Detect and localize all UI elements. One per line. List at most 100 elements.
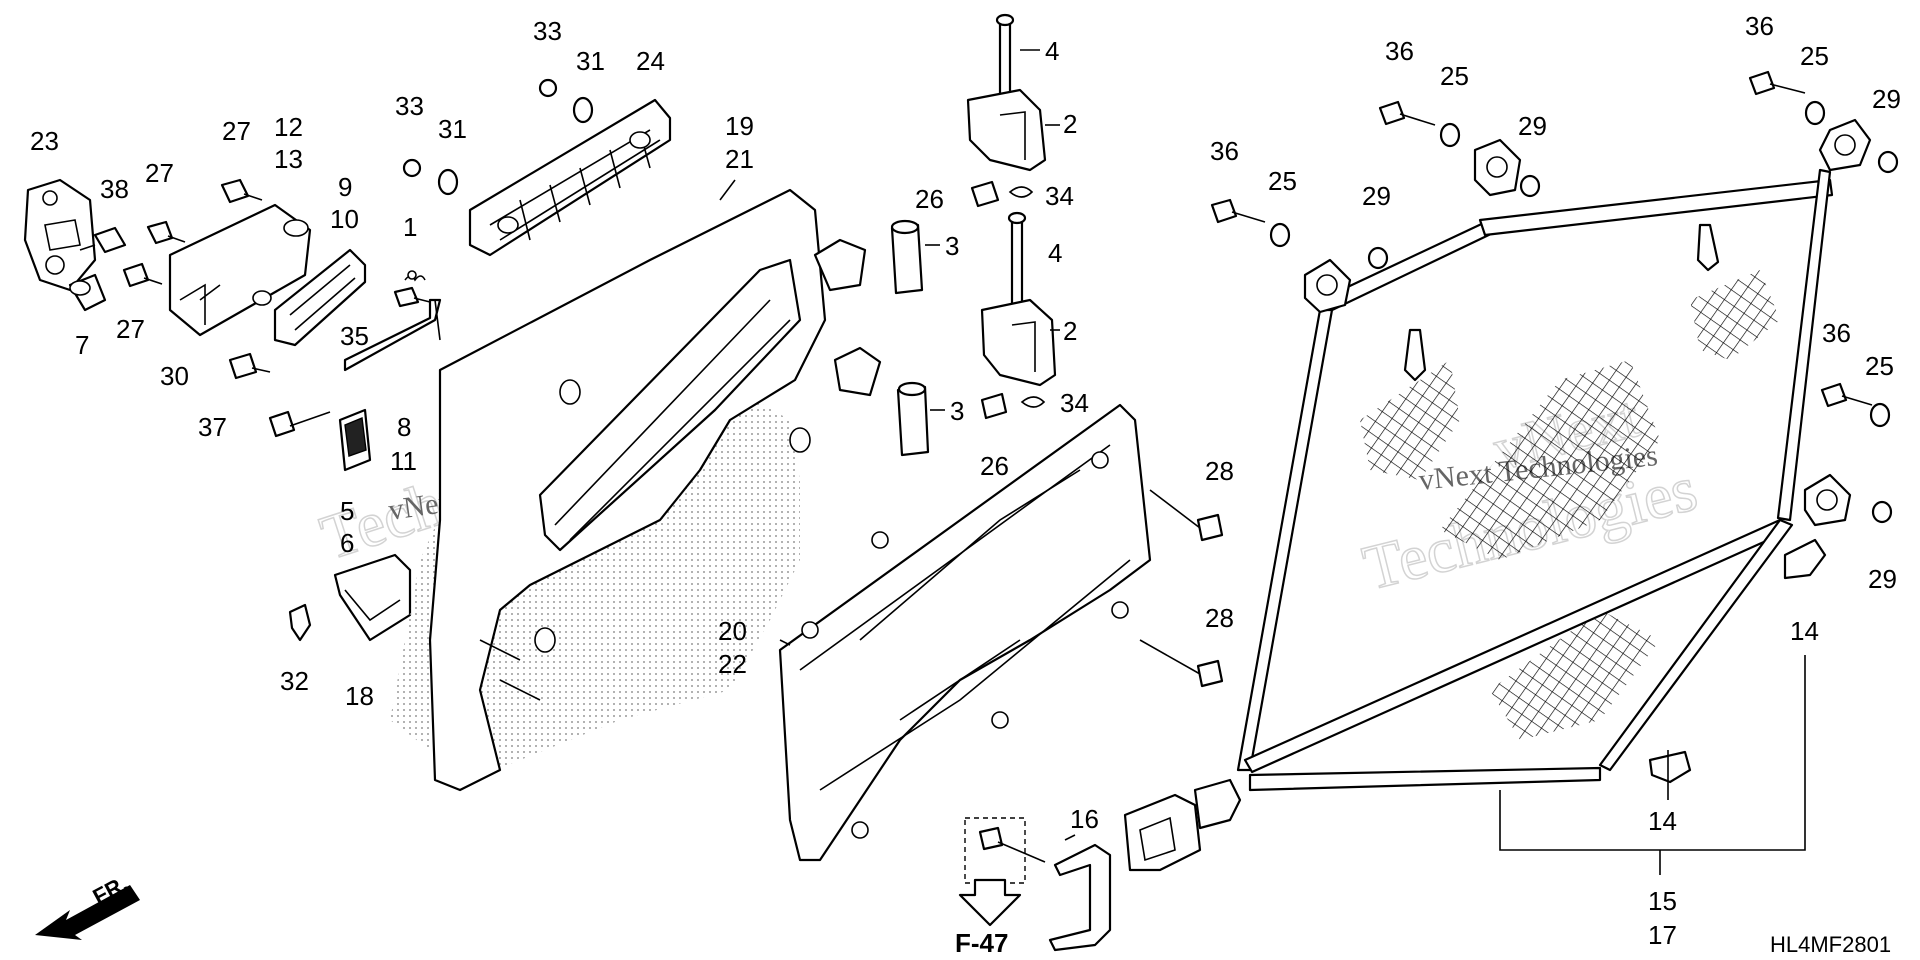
label-34-b: 34: [1060, 388, 1089, 418]
part-28-screws[interactable]: [1139, 489, 1224, 688]
label-29-d: 29: [1868, 564, 1897, 594]
part-4-pin-bottom[interactable]: [1007, 211, 1027, 322]
label-7: 7: [75, 330, 89, 360]
leader-lines: [719, 49, 1669, 841]
label-18: 18: [345, 681, 374, 711]
part-29-nuts[interactable]: [1367, 150, 1899, 524]
label-30: 30: [160, 361, 189, 391]
label-28-a: 28: [1205, 456, 1234, 486]
part-23-striker[interactable]: [23, 178, 97, 292]
part-25-washers[interactable]: [1269, 100, 1891, 428]
part-2-hinge-bottom[interactable]: [980, 298, 1057, 387]
part-14-clips[interactable]: [1648, 538, 1827, 784]
callout-labels: 23 38 27 27 27 12 13 9 10 1 7 30 35 37 8…: [30, 11, 1901, 958]
label-29-c: 29: [1872, 84, 1901, 114]
label-23: 23: [30, 126, 59, 156]
label-22: 22: [718, 649, 747, 679]
label-27-c: 27: [116, 314, 145, 344]
label-12: 12: [274, 112, 303, 142]
label-26-b: 26: [980, 451, 1009, 481]
part-37-screw[interactable]: [268, 410, 331, 438]
part-2-hinge-top[interactable]: [966, 88, 1047, 172]
reference-bolt-f47: [958, 817, 1046, 927]
part-31-33-fasteners[interactable]: [402, 78, 594, 196]
label-14-a: 14: [1790, 616, 1819, 646]
part-34-clip-top[interactable]: [1008, 186, 1034, 198]
label-14-b: 14: [1648, 806, 1677, 836]
label-25-a: 25: [1268, 166, 1297, 196]
label-8: 8: [397, 412, 411, 442]
label-36-b: 36: [1385, 36, 1414, 66]
label-4-a: 4: [1045, 36, 1059, 66]
label-19: 19: [725, 111, 754, 141]
label-25-d: 25: [1865, 351, 1894, 381]
label-3-a: 3: [945, 231, 959, 261]
label-31-b: 31: [438, 114, 467, 144]
part-20-22-lower-panel[interactable]: [778, 403, 1152, 862]
part-34-clip-bottom[interactable]: [1020, 396, 1046, 408]
label-24: 24: [636, 46, 665, 76]
label-33-b: 33: [395, 91, 424, 121]
label-3-b: 3: [950, 396, 964, 426]
part-4-pin-top[interactable]: [995, 13, 1015, 124]
part-3-bushing-top[interactable]: [890, 219, 924, 295]
label-21: 21: [725, 144, 754, 174]
label-36-a: 36: [1210, 136, 1239, 166]
label-29-b: 29: [1518, 111, 1547, 141]
label-1: 1: [403, 212, 417, 242]
front-direction-arrow: [35, 885, 140, 940]
label-2-b: 2: [1063, 316, 1077, 346]
label-9: 9: [338, 172, 352, 202]
label-32: 32: [280, 666, 309, 696]
label-31-a: 31: [576, 46, 605, 76]
reference-f47: F-47: [955, 928, 1008, 958]
part-12-13-latch[interactable]: [168, 203, 312, 337]
label-4-b: 4: [1048, 238, 1062, 268]
part-3-bushing-bottom[interactable]: [896, 381, 930, 457]
part-35-bolt[interactable]: [393, 286, 431, 308]
part-36-bolts[interactable]: [1210, 70, 1873, 408]
part-32-clip[interactable]: [288, 603, 312, 642]
part-24-panel[interactable]: [468, 98, 672, 257]
label-35: 35: [340, 321, 369, 351]
label-10: 10: [330, 204, 359, 234]
label-38: 38: [100, 174, 129, 204]
part-8-rod[interactable]: [343, 298, 442, 372]
label-13: 13: [274, 144, 303, 174]
part-38-screw[interactable]: [79, 226, 127, 254]
part-7-bumper[interactable]: [68, 273, 107, 312]
net-corner-rings[interactable]: [1303, 118, 1872, 527]
part-5-6-switch[interactable]: [338, 408, 372, 472]
label-20: 20: [718, 616, 747, 646]
label-27-b: 27: [222, 116, 251, 146]
part-1-spring[interactable]: [404, 270, 426, 282]
part-9-10-handle[interactable]: [273, 248, 367, 347]
label-34-a: 34: [1045, 181, 1074, 211]
label-25-c: 25: [1800, 41, 1829, 71]
label-36-c: 36: [1745, 11, 1774, 41]
label-28-b: 28: [1205, 603, 1234, 633]
label-25-b: 25: [1440, 61, 1469, 91]
part-26-bolt-bottom[interactable]: [980, 392, 1008, 420]
part-16-grab-handle[interactable]: [1048, 843, 1112, 952]
label-33-a: 33: [533, 16, 562, 46]
label-6: 6: [340, 528, 354, 558]
part-30-bolt[interactable]: [228, 352, 271, 380]
label-27-a: 27: [145, 158, 174, 188]
net-buckle[interactable]: [1123, 778, 1242, 872]
label-16: 16: [1070, 804, 1099, 834]
label-15: 15: [1648, 886, 1677, 916]
part-27-bolts[interactable]: [122, 178, 263, 288]
part-26-bolt-top[interactable]: [970, 180, 1000, 208]
label-5: 5: [340, 496, 354, 526]
part-19-21-door-panel[interactable]: [390, 188, 882, 792]
label-36-d: 36: [1822, 318, 1851, 348]
label-17: 17: [1648, 920, 1677, 950]
label-37: 37: [198, 412, 227, 442]
side-net-assembly[interactable]: [1123, 118, 1872, 872]
label-2-a: 2: [1063, 109, 1077, 139]
label-29-a: 29: [1362, 181, 1391, 211]
label-11: 11: [390, 446, 417, 476]
drawing-code: HL4MF2801: [1770, 932, 1891, 957]
